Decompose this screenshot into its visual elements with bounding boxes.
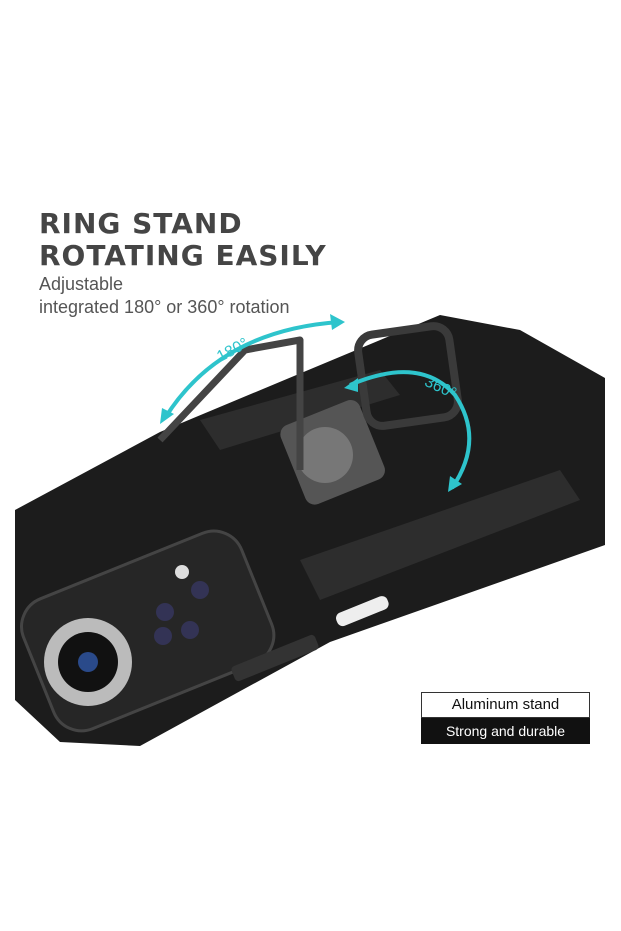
camera-lens-small (156, 603, 174, 621)
ring-hub (297, 427, 353, 483)
subtitle-line1: Adjustable (39, 274, 124, 294)
headline-line2: ROTATING EASILY (39, 239, 327, 272)
camera-lens-small (154, 627, 172, 645)
badge-strong-durable: Strong and durable (421, 718, 590, 744)
headline-line1: RING STAND (39, 207, 243, 240)
arrow-head (330, 314, 345, 330)
camera-lens-small (181, 621, 199, 639)
volume-button (231, 634, 319, 682)
subtitle-line2: integrated 180° or 360° rotation (39, 297, 290, 317)
arrow-head (344, 378, 358, 392)
arrow-180 (163, 320, 341, 420)
arrow-360 (349, 370, 472, 490)
ring-stand-360 (354, 322, 462, 430)
side-button (336, 596, 389, 627)
camera-lens-small (191, 581, 209, 599)
badge-aluminum-stand: Aluminum stand (421, 692, 590, 718)
case-grip-pattern-bottom (300, 470, 580, 600)
ring-stand-180 (157, 336, 304, 470)
arrow-head (160, 408, 174, 424)
flash (175, 565, 189, 579)
arrow-head (448, 476, 462, 492)
lens-center (78, 652, 98, 672)
